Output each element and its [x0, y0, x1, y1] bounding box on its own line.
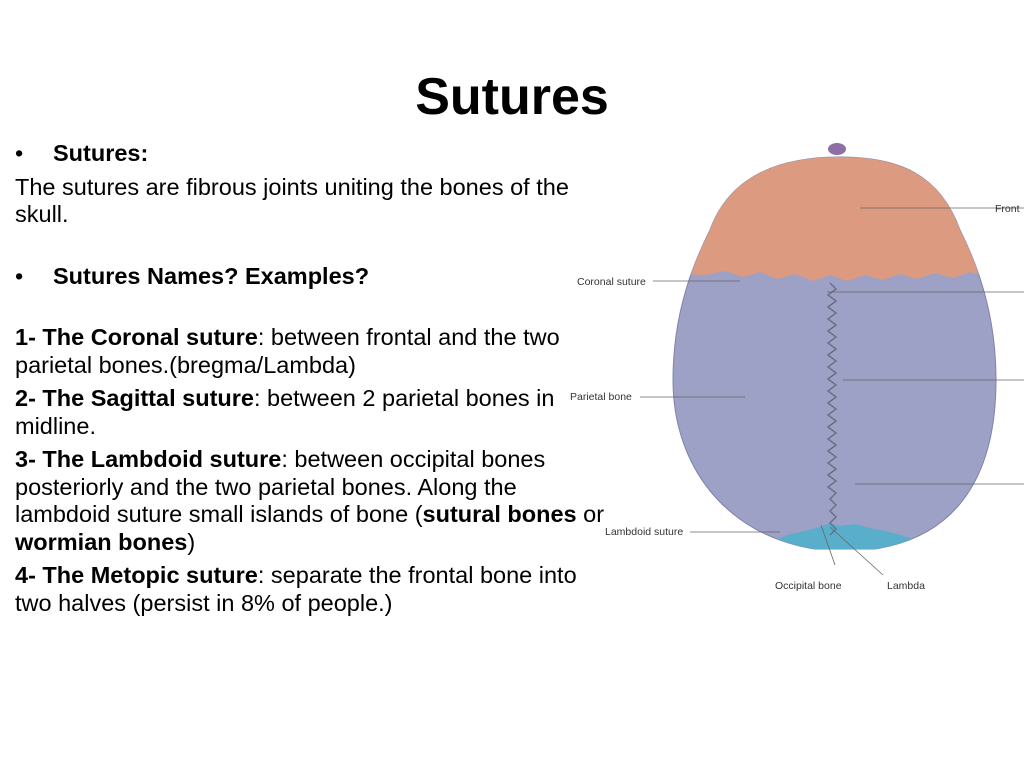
- label-lambda: Lambda: [887, 580, 925, 592]
- item-desc: : separate the frontal bone into two hal…: [15, 562, 577, 616]
- label-lambdoid-suture: Lambdoid suture: [605, 526, 683, 538]
- slide-body: • Sutures: The sutures are fibrous joints…: [15, 140, 605, 617]
- item-desc: : between frontal and the two parietal b…: [15, 324, 560, 378]
- label-frontal-cut: Front: [995, 203, 1020, 215]
- item-lambdoid: 3- The Lambdoid suture: between occipita…: [15, 446, 605, 556]
- label-parietal-bone: Parietal bone: [570, 391, 632, 403]
- item-head: 2- The Sagittal suture: [15, 385, 254, 411]
- leader-lines: [640, 207, 1024, 576]
- item-bold: sutural bones: [422, 501, 577, 527]
- bullet-names: • Sutures Names? Examples?: [15, 263, 605, 291]
- intro-text: The sutures are fibrous joints uniting t…: [15, 173, 569, 228]
- bullet-dot: •: [15, 140, 24, 166]
- sagittal-suture: [826, 282, 838, 536]
- item-sagittal: 2- The Sagittal suture: between 2 pariet…: [15, 385, 605, 440]
- bullet-sutures: • Sutures:: [15, 140, 605, 168]
- bullet-sutures-text: Sutures:: [53, 140, 149, 166]
- slide-title: Sutures: [415, 68, 609, 126]
- label-coronal-suture: Coronal suture: [577, 276, 646, 288]
- vertex-marker: [828, 143, 846, 155]
- item-desc: or: [576, 501, 605, 527]
- item-head: 1- The Coronal suture: [15, 324, 258, 350]
- bullet-names-text: Sutures Names? Examples?: [53, 262, 370, 289]
- bullet-dot: •: [15, 262, 24, 289]
- item-coronal: 1- The Coronal suture: between frontal a…: [15, 324, 605, 379]
- item-head: 3- The Lambdoid suture: [15, 446, 282, 472]
- item-metopic: 4- The Metopic suture: separate the fron…: [15, 562, 605, 617]
- label-occipital-bone: Occipital bone: [775, 580, 842, 592]
- skull-svg: Coronal suture Parietal bone Lambdoid su…: [570, 143, 1024, 592]
- item-desc: ): [187, 528, 196, 555]
- skull-diagram: Coronal suture Parietal bone Lambdoid su…: [565, 135, 1024, 600]
- item-head: 4- The Metopic suture: [15, 562, 258, 588]
- item-desc: : between occipital bones posteriorly an…: [15, 446, 546, 527]
- item-bold: wormian bones: [15, 528, 188, 555]
- item-desc: : between 2 parietal bones in midline.: [15, 385, 555, 439]
